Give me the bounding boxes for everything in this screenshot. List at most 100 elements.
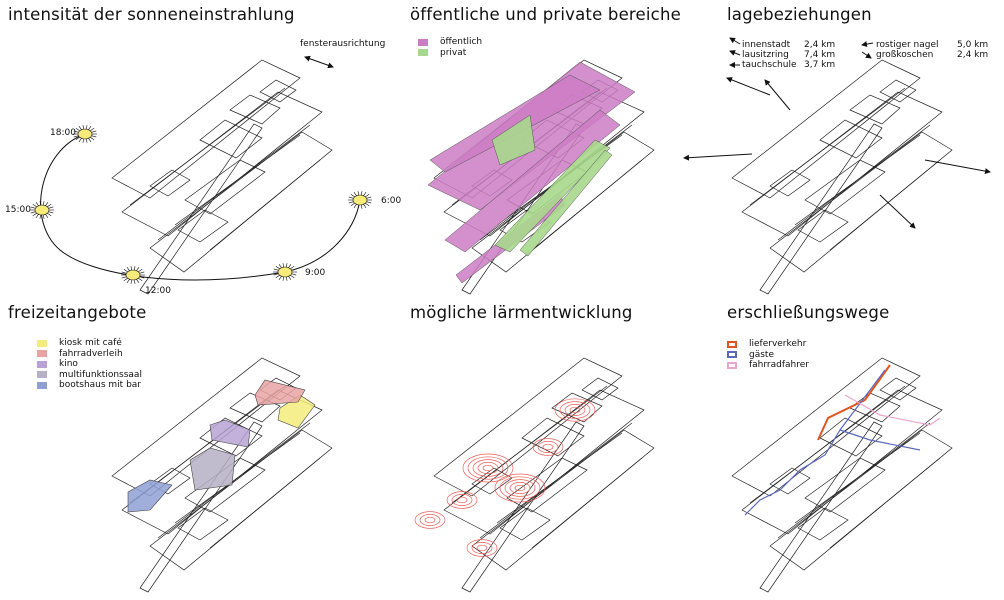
sun-ray	[285, 276, 288, 281]
sun-ray	[139, 276, 145, 279]
sun-ray	[353, 192, 357, 196]
building-volume	[804, 159, 886, 215]
sun-ray	[48, 206, 54, 209]
noise-ring	[494, 473, 546, 503]
sun-ray	[273, 273, 279, 276]
building-edge	[531, 457, 643, 549]
building-volume	[769, 169, 811, 197]
time-label-12: 12:00	[145, 286, 171, 296]
sun-ray	[35, 202, 39, 206]
sun-ray	[88, 138, 92, 142]
building-edge	[829, 159, 941, 251]
sun-icon	[30, 201, 54, 219]
direction-arrow	[879, 194, 916, 229]
sun-ray	[32, 203, 37, 208]
sun-icon	[273, 263, 297, 281]
building-edge	[209, 159, 321, 251]
sun-ray	[285, 263, 288, 268]
place-distance: 2,4 km	[804, 40, 836, 50]
building-volume	[769, 467, 811, 495]
building-edge	[749, 385, 906, 504]
building-edge	[829, 457, 941, 549]
sun-ray	[348, 196, 354, 199]
leisure-facility	[209, 419, 251, 448]
sun-ray	[291, 273, 297, 276]
building-edge	[496, 432, 623, 524]
sun-ray	[123, 268, 128, 273]
legend-swatch-guests	[727, 351, 737, 359]
sun-disc	[352, 194, 368, 206]
building-volume	[229, 94, 281, 125]
sun-ray	[363, 204, 367, 208]
noise-ring	[414, 511, 446, 529]
building-outline-5	[731, 357, 953, 593]
legend-label: fahrradfahrer	[749, 360, 809, 370]
sun-ray	[82, 125, 85, 130]
building-outline-4	[433, 357, 655, 593]
place-name: tauchschule	[742, 60, 797, 70]
building-edge	[749, 87, 906, 206]
sun-ray	[133, 266, 136, 271]
sun-ray	[126, 267, 130, 271]
sun-ray	[126, 279, 130, 283]
direction-arrow	[924, 159, 991, 175]
noise-ring	[532, 438, 564, 456]
noise-ring	[554, 398, 596, 422]
sun-ray	[35, 214, 39, 218]
building-volume	[849, 94, 901, 125]
building-volume	[121, 91, 323, 237]
sun-ray	[30, 206, 36, 209]
noise-ring	[477, 462, 499, 474]
delivery-route	[817, 364, 891, 441]
legend-swatch-private	[418, 49, 428, 57]
sun-ray	[282, 276, 285, 281]
sun-ray	[90, 127, 95, 132]
sun-ray	[78, 126, 82, 130]
building-volume	[879, 377, 917, 401]
sun-ray	[290, 274, 295, 279]
sun-ray	[350, 202, 355, 207]
building-volume	[759, 123, 883, 295]
sun-ray	[85, 138, 88, 143]
legend-label: gäste	[749, 349, 774, 360]
building-volume	[149, 169, 191, 197]
building-volume	[443, 389, 645, 535]
building-volume	[149, 131, 333, 273]
private-area	[494, 139, 611, 253]
noise-rings	[414, 511, 446, 529]
direction-arrow	[764, 79, 791, 111]
building-volume	[177, 209, 229, 243]
sun-ray	[90, 136, 95, 141]
building-volume	[111, 59, 301, 199]
sun-disc	[125, 269, 141, 281]
building-edge	[174, 134, 301, 226]
guest-route	[744, 369, 886, 516]
legend-arrow	[729, 50, 741, 56]
public-area	[429, 74, 601, 173]
building-volume	[741, 91, 943, 237]
sun-icon	[73, 125, 97, 143]
sun-ray	[73, 130, 79, 133]
sun-ray	[278, 264, 282, 268]
sun-ray	[138, 277, 143, 282]
sun-ray	[139, 271, 145, 274]
building-volume	[819, 119, 883, 159]
sun-ray	[42, 201, 45, 206]
leisure-facility	[189, 447, 236, 491]
building-volume	[741, 389, 943, 535]
sun-ray	[288, 276, 292, 280]
sun-ray	[278, 276, 282, 280]
orientation-label: fensterausrichtung	[300, 39, 386, 49]
building-volume	[797, 507, 849, 541]
noise-ring	[424, 516, 436, 524]
sun-ray	[121, 271, 127, 274]
building-volume	[797, 209, 849, 243]
noise-ring	[451, 494, 473, 506]
building-edge	[209, 457, 321, 549]
legend-label: privat	[440, 47, 467, 58]
direction-arrow	[683, 153, 753, 161]
noise-ring	[471, 542, 493, 554]
legend-arrow	[861, 51, 872, 59]
building-volume	[139, 123, 263, 295]
